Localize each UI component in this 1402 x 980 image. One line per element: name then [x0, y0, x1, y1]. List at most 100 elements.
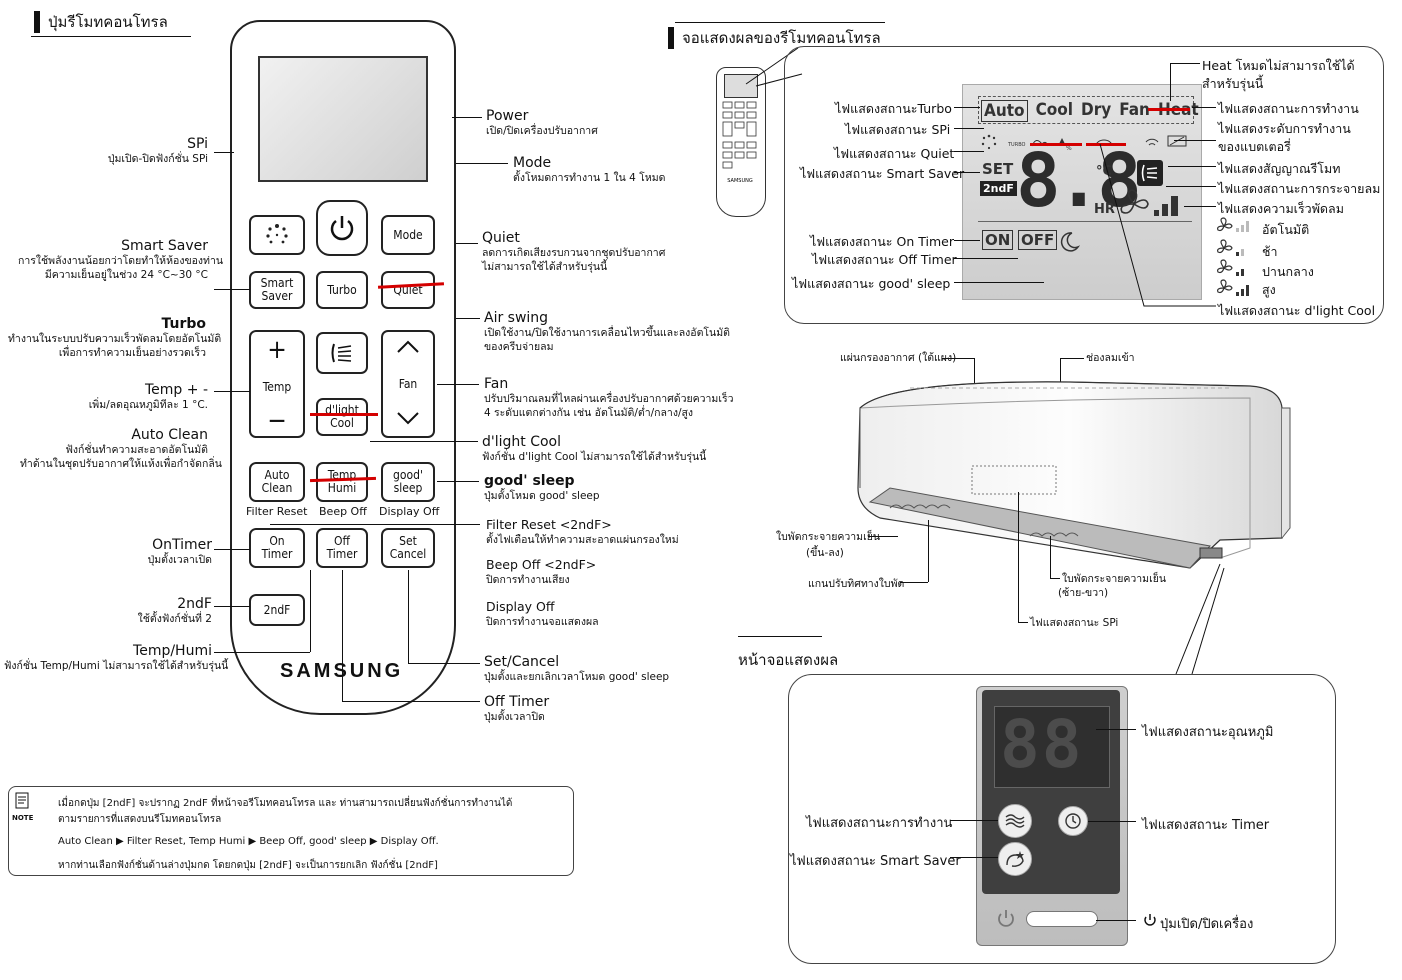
lcd-unit-hr: HR: [1094, 202, 1115, 217]
spi-button[interactable]: [249, 215, 305, 255]
power-button[interactable]: [316, 200, 368, 256]
fan-speed-medium: ปานกลาง: [1262, 264, 1314, 279]
front-operation-label: ไฟแสดงสถานะการทำงาน: [806, 816, 953, 831]
lcd-label-swing: ไฟแสดงสถานะการกระจายลม: [1218, 181, 1381, 196]
lcd-label-smart-saver: ไฟแสดงสถานะ Smart Saver: [800, 166, 965, 181]
indoor-unit-drawing: [857, 381, 1291, 569]
lcd-off: OFF: [1018, 230, 1058, 250]
shaft-label: แกนปรับทิศทางใบพัด: [808, 578, 905, 590]
smart-saver-icon: [998, 842, 1032, 876]
turbo-button[interactable]: Turbo: [316, 271, 368, 309]
good-sleep-button[interactable]: good' sleep: [381, 462, 435, 502]
lcd-swing-icon: [1137, 160, 1163, 186]
lcd-label-battery-2: ของแบตเตอรี่: [1218, 139, 1291, 154]
note-line-1: เมื่อกดปุ่ม [2ndF] จะปรากฏ 2ndF ที่หน้าจ…: [58, 798, 513, 809]
off-timer-button[interactable]: Off Timer: [316, 528, 368, 568]
lcd-label-good-sleep: ไฟแสดงสถานะ good' sleep: [792, 276, 951, 291]
temp-up-icon[interactable]: +: [267, 335, 287, 365]
temp-down-icon[interactable]: −: [267, 406, 287, 436]
front-power-icon[interactable]: [994, 906, 1018, 930]
beep-off-callout: Beep Off <2ndF>ปิดการทำงานเสียง: [486, 557, 597, 586]
lcd-frame: [784, 46, 1384, 324]
on-timer-button[interactable]: On Timer: [249, 528, 305, 568]
lcd-label-fan-speed: ไฟแสดงความเร็วพัดลม: [1218, 201, 1344, 216]
quiet-button[interactable]: Quiet: [381, 271, 435, 309]
temp-label: Temp: [262, 379, 292, 394]
fan-rocker[interactable]: Fan: [381, 330, 435, 438]
lcd-label-turbo: ไฟแสดงสถานะTurbo: [835, 101, 952, 116]
set-cancel-button[interactable]: Set Cancel: [381, 528, 435, 568]
lcd-set: SET: [982, 160, 1014, 178]
note-line-2: ตามรายการที่แสดงบนรีโมทคอนโทรล: [58, 814, 222, 825]
front-panel-title: หน้าจอแสดงผล: [738, 651, 839, 669]
mode-button[interactable]: Mode: [381, 215, 435, 255]
air-swing-button[interactable]: [316, 332, 368, 374]
front-power-button[interactable]: [1026, 911, 1098, 927]
dlight-cool-button[interactable]: d'light Cool: [316, 398, 368, 436]
smart-saver-button[interactable]: Smart Saver: [249, 271, 305, 309]
lcd-fan-icon: [1120, 189, 1178, 216]
temp-humi-button[interactable]: Temp Humi: [316, 462, 368, 502]
lcd-on: ON: [982, 230, 1014, 250]
fan-label: Fan: [398, 376, 418, 391]
inlet-label: ช่องลมเข้า: [1086, 352, 1135, 364]
fan-down-icon[interactable]: [395, 411, 421, 430]
svg-text:%: %: [1066, 145, 1072, 152]
lcd-label-heat: Heat โหมดไม่สามารถใช้ได้: [1202, 58, 1355, 73]
lcd-label-dlight: ไฟแสดงสถานะ d'light Cool: [1218, 303, 1376, 318]
temp-rocker[interactable]: + Temp −: [249, 330, 305, 438]
lcd-label-spi: ไฟแสดงสถานะ SPi: [845, 122, 951, 137]
power-icon: [330, 216, 354, 241]
front-smart-saver-label: ไฟแสดงสถานะ Smart Saver: [790, 854, 961, 869]
fan-speed-low: ช้า: [1262, 244, 1278, 259]
beep-off-sublabel: Beep Off: [319, 505, 367, 518]
spi-icon: [266, 224, 288, 244]
timer-icon: [1058, 806, 1088, 836]
lcd-label-operation: ไฟแสดงสถานะการทำงาน: [1218, 101, 1359, 116]
remote-brand: SAMSUNG: [280, 660, 403, 683]
svg-text:TURBO: TURBO: [1007, 142, 1026, 148]
fan-speed-auto: อัตโนมัติ: [1262, 222, 1310, 237]
auto-clean-button[interactable]: Auto Clean: [249, 462, 305, 502]
front-panel-digits: 88: [1000, 706, 1084, 783]
front-power-label: ปุ่มเปิด/ปิดเครื่อง: [1160, 917, 1254, 932]
note-line-4: หากท่านเลือกฟังก์ชั่นด้านล่างปุ่มกด โดยก…: [58, 860, 438, 871]
lcd-mode-heat: Heat: [1158, 100, 1199, 122]
filter-reset-sublabel: Filter Reset: [246, 505, 308, 518]
lcd-label-signal: ไฟแสดงสัญญาณรีโมท: [1218, 161, 1341, 176]
fan-speed-high: สูง: [1262, 282, 1276, 297]
lcd-label-off-timer: ไฟแสดงสถานะ Off Timer: [812, 252, 957, 267]
louver-ud-label-2: (ขึ้น-ลง): [806, 547, 844, 559]
lcd-mode-dry: Dry: [1081, 100, 1112, 120]
remote-lcd: [258, 56, 428, 182]
spi-indicator-label: ไฟแสดงสถานะ SPi: [1030, 617, 1119, 629]
front-power-label-icon: [1144, 914, 1156, 926]
note-box: [8, 786, 574, 876]
svg-text:SAMSUNG: SAMSUNG: [727, 178, 753, 184]
note-line-3: Auto Clean ▶ Filter Reset, Temp Humi ▶ B…: [58, 836, 439, 847]
second-f-button[interactable]: 2ndF: [249, 594, 305, 626]
louver-lr-label-2: (ซ้าย-ขวา): [1058, 587, 1109, 599]
lcd-2ndf: 2ndF: [980, 181, 1017, 196]
lcd-digits: 8.8: [1016, 138, 1142, 224]
lcd-mode-auto: Auto: [981, 100, 1028, 122]
temp-callout: Temp + -เพิ่ม/ลดอุณหภูมิทีละ 1 °C.: [88, 382, 208, 411]
lcd-label-quiet: ไฟแสดงสถานะ Quiet: [834, 146, 955, 161]
fan-up-icon[interactable]: [395, 338, 421, 357]
lcd-good-sleep-icon: [1060, 232, 1081, 252]
front-timer-label: ไฟแสดงสถานะ Timer: [1142, 818, 1270, 833]
mini-remote: SAMSUNG: [716, 67, 766, 217]
lcd-mode-fan: Fan: [1119, 100, 1150, 120]
